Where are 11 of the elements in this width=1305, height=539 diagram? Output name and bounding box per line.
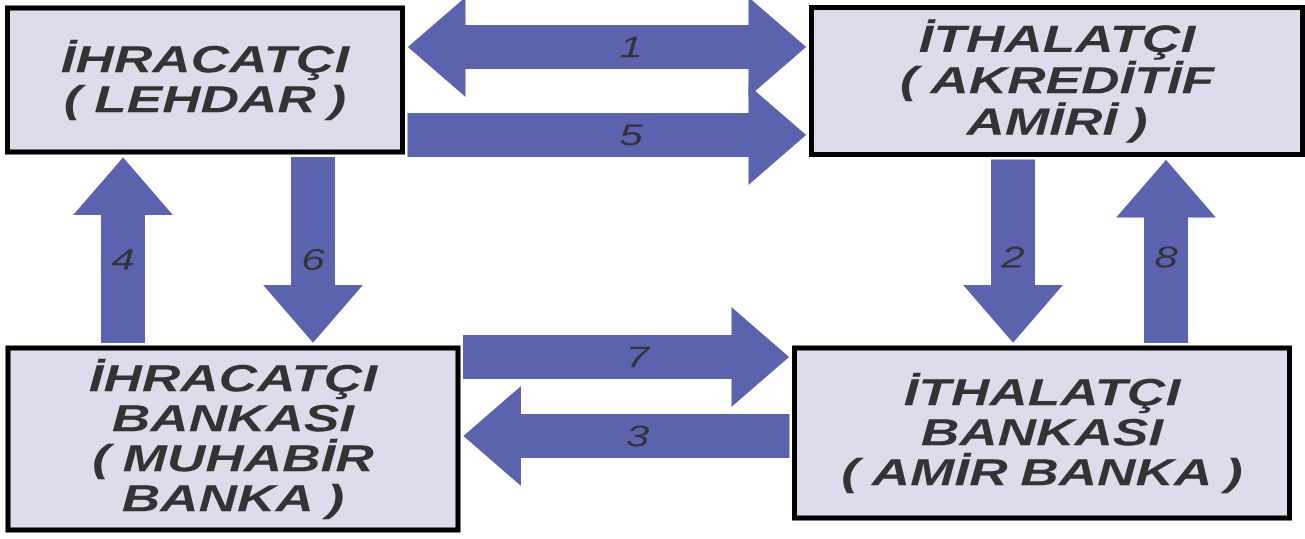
edge-label: 8 — [1153, 245, 1179, 269]
box: İHRACATÇI ( LEHDAR ) — [5, 5, 405, 155]
box: İTHALATÇI BANKASI ( AMİR BANKA ) — [792, 345, 1292, 521]
edge-label: 2 — [1000, 245, 1026, 269]
edge-label: 4 — [110, 248, 136, 271]
edge-label: 3 — [624, 424, 651, 448]
edge-label: 6 — [300, 247, 326, 272]
edge-label: 5 — [618, 123, 644, 147]
box: İTHALATÇI ( AKREDİTİF AMİRİ ) — [809, 5, 1305, 157]
box: İHRACATÇI BANKASI ( MUHABİR BANKA ) — [5, 345, 461, 533]
edge-label: 1 — [618, 35, 644, 59]
